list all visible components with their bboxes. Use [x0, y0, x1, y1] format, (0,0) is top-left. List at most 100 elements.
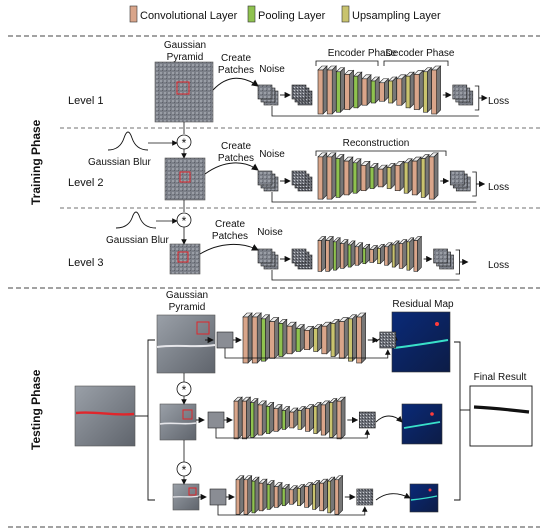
test-1-layer-5-side — [291, 321, 297, 355]
train-3-layer-12 — [406, 241, 410, 271]
train-3-layer-12-side — [409, 237, 415, 271]
network-group — [196, 65, 488, 516]
train-3-layer-3-side — [343, 238, 349, 270]
noise-label-1: Noise — [259, 64, 285, 75]
test-2-layer-11 — [320, 404, 326, 436]
train-2-layer-6-side — [373, 162, 379, 190]
test-pyramid-line1: Gaussian — [166, 290, 208, 301]
test-1-layer-11-side — [343, 316, 349, 360]
loss-label-1: Loss — [488, 96, 509, 107]
level-1-label: Level 1 — [68, 95, 103, 107]
train-3-layer-9 — [384, 246, 389, 266]
test-3-layer-0 — [235, 479, 241, 515]
final-result-label: Final Result — [474, 372, 527, 383]
test-2-layer-1 — [242, 400, 247, 440]
test-input-image — [74, 385, 136, 447]
level-1-patch-box — [176, 81, 190, 95]
train-3-layer-1 — [325, 240, 330, 272]
train-output-stack-3-0 — [433, 248, 448, 264]
level-3-image — [169, 243, 201, 275]
train-1-layer-4 — [353, 75, 359, 109]
test-1-layer-1 — [251, 316, 258, 364]
train-1-layer-0-side — [322, 65, 328, 115]
train-2-layer-11-side — [416, 156, 422, 196]
train-1-layer-3 — [344, 74, 350, 110]
train-2-layer-8 — [386, 167, 392, 189]
train-loss-bracket-2 — [472, 171, 477, 197]
test-output-patch-3 — [356, 488, 374, 506]
train-noisy-stack-3-0 — [291, 248, 307, 264]
create-patches-1-line2: Patches — [218, 65, 254, 76]
train-3-layer-6 — [362, 248, 366, 265]
test-2-layer-12-side — [332, 397, 338, 439]
testing-phase-label: Testing Phase — [29, 369, 43, 450]
train-1-layer-12 — [423, 71, 428, 113]
test-skip-line-2 — [215, 428, 371, 439]
train-convolve-2-symbol: * — [182, 214, 187, 228]
level-2-label: Level 2 — [68, 177, 103, 189]
test-input-patch-2 — [207, 411, 225, 429]
train-convolve-1: * — [176, 122, 192, 159]
test-output-patch-1 — [379, 331, 397, 349]
test-2-layer-4 — [266, 406, 270, 434]
test-2-layer-6-side — [285, 405, 290, 431]
train-3-layer-11 — [398, 243, 404, 269]
test-1-layer-8-side — [317, 323, 322, 353]
train-output-stack-2-0 — [449, 170, 465, 186]
test-3-layer-4 — [266, 484, 271, 510]
test-3-layer-11 — [319, 482, 324, 512]
test-1-layer-2 — [261, 318, 266, 362]
train-1-layer-4-side — [357, 71, 363, 109]
train-3-layer-1-side — [328, 235, 334, 273]
test-pyramid-image-2 — [159, 403, 197, 441]
test-2-layer-5 — [273, 408, 279, 432]
train-2-layer-10-side — [407, 158, 413, 194]
train-1-layer-3-side — [349, 69, 354, 111]
train-input-stack-1-0 — [257, 84, 273, 100]
decoder-phase-label: Decoder Phase — [386, 48, 455, 59]
residual-marker-2 — [430, 412, 434, 416]
test-2-layer-9-side — [309, 403, 314, 433]
test-2-layer-9 — [305, 408, 310, 432]
train-1-layer-13-side — [436, 65, 441, 115]
noise-label-3: Noise — [257, 227, 283, 238]
train-3-layer-13 — [413, 240, 418, 272]
loss-label-3: Loss — [488, 260, 509, 271]
test-skip-line-3 — [217, 505, 368, 516]
gaussian-blur-label-1: Gaussian Blur — [88, 157, 151, 168]
train-3-layer-7 — [369, 249, 374, 263]
test-3-layer-10-side — [315, 479, 320, 511]
test-output-patch-2 — [358, 411, 376, 429]
residual-crack-2 — [403, 421, 441, 429]
legend-conv-swatch — [129, 5, 138, 23]
test-3-layer-1 — [243, 479, 248, 515]
test-3-layer-9-side — [307, 481, 313, 509]
level-3-patch-box — [177, 251, 189, 263]
gaussian-curve-1 — [107, 131, 149, 151]
loss-label-2: Loss — [488, 182, 509, 193]
legend-upsample-label: Upsampling Layer — [352, 10, 441, 22]
residual-crack-1 — [393, 339, 449, 349]
train-2-layer-1-side — [331, 152, 337, 200]
test-2-layer-11-side — [324, 400, 330, 436]
train-2-layer-2-side — [339, 153, 345, 199]
gaussian-curve-2 — [115, 211, 157, 229]
test-2-layer-2-side — [253, 397, 259, 439]
test-2-layer-13-side — [340, 396, 346, 440]
train-3-layer-8 — [377, 248, 381, 265]
train-2-layer-4-side — [356, 158, 362, 194]
decoder-bracket — [383, 60, 449, 66]
test-2-layer-4-side — [269, 401, 274, 435]
test-2-layer-10-side — [316, 401, 322, 435]
test-convolve-2-symbol: * — [182, 463, 187, 477]
test-3-layer-10 — [312, 484, 316, 510]
train-1-layer-13 — [431, 69, 437, 115]
train-1-layer-11-side — [418, 69, 424, 111]
legend-conv-label: Convolutional Layer — [140, 10, 238, 22]
test-3-layer-3-side — [262, 478, 268, 512]
train-3-layer-5-side — [358, 242, 363, 266]
create-patches-arrow-3 — [199, 244, 259, 255]
train-1-layer-12-side — [427, 67, 432, 113]
test-2-layer-12 — [329, 402, 334, 438]
train-1-layer-11 — [413, 74, 420, 110]
